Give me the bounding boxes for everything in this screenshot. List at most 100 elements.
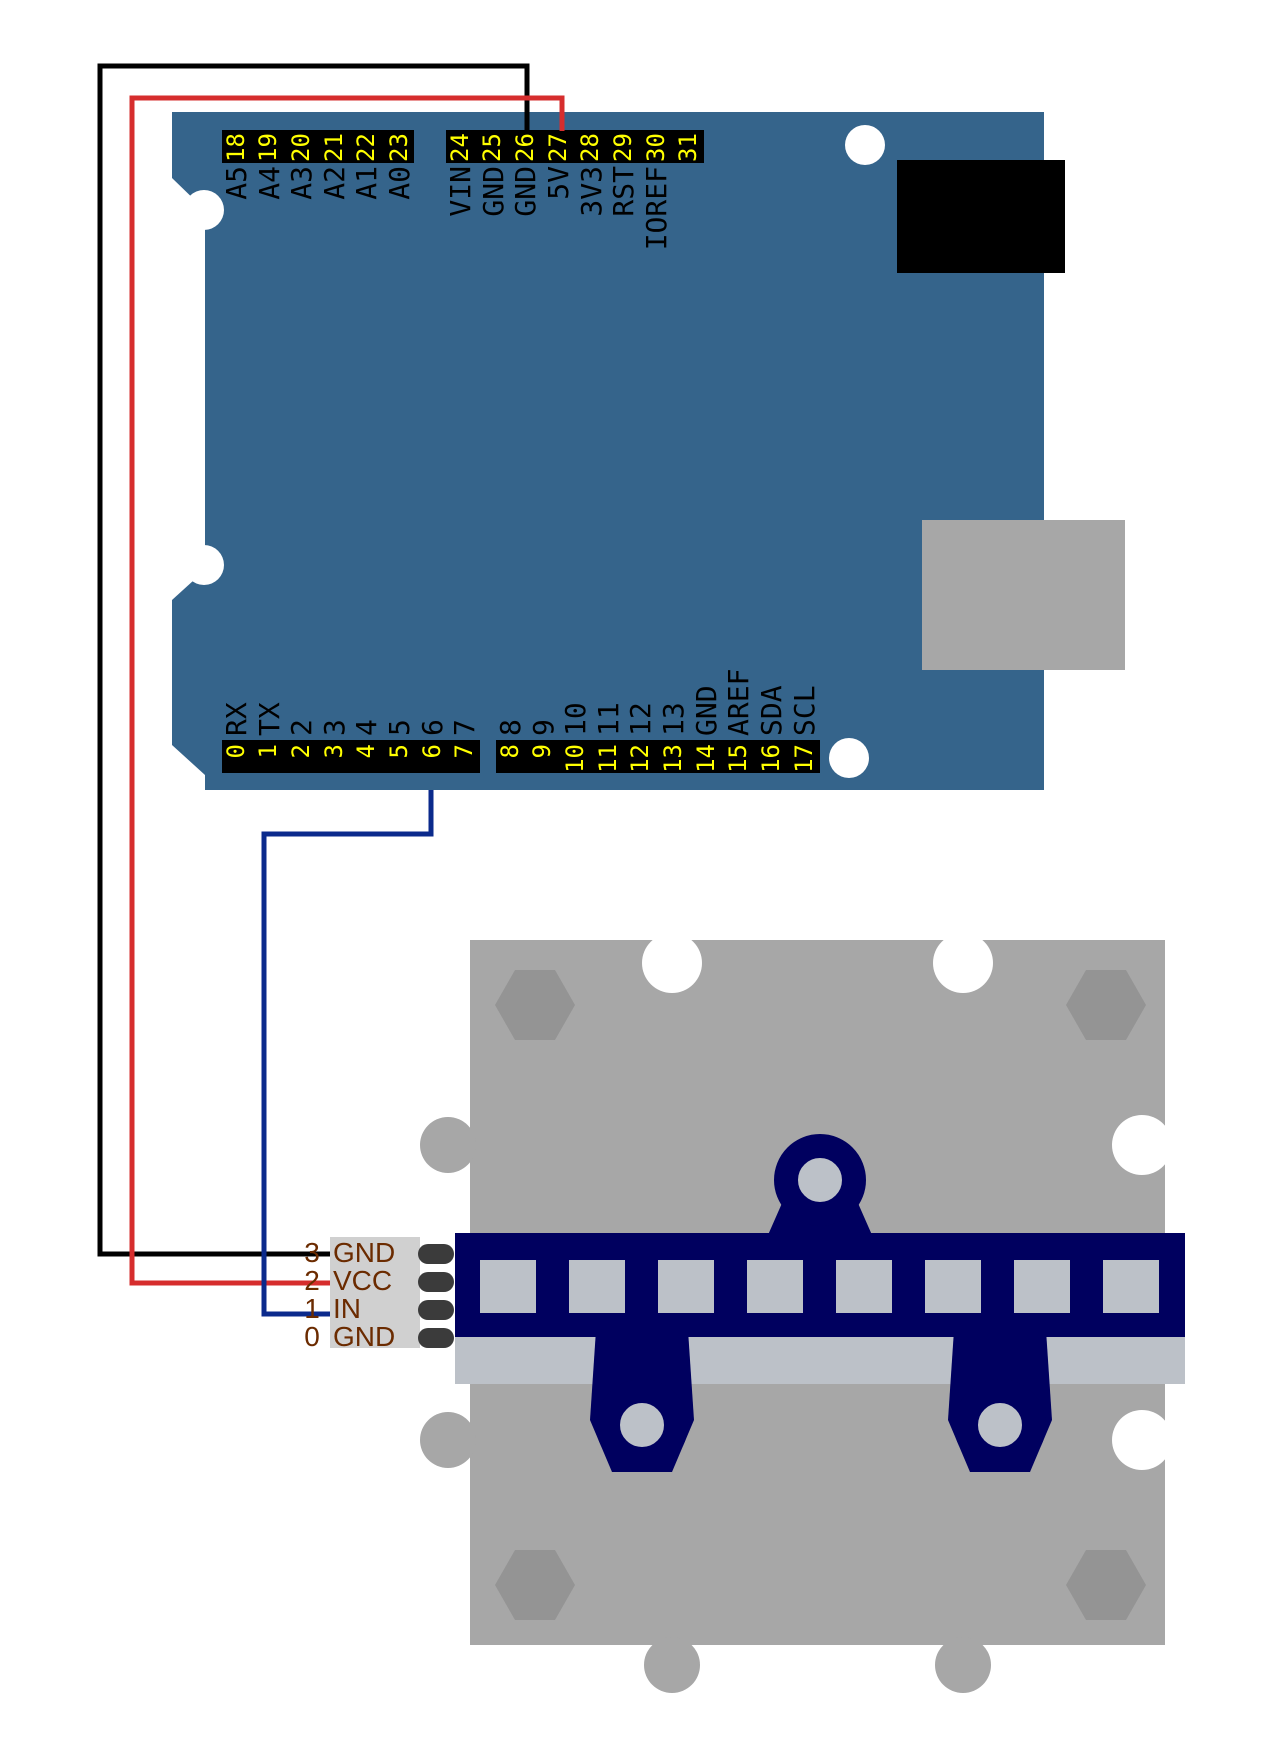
pin-number: 0 — [222, 744, 250, 758]
led-cell — [1014, 1260, 1070, 1313]
pin-number: 4 — [352, 744, 380, 758]
led-cell — [1103, 1260, 1159, 1313]
pin-number: 13 — [659, 744, 687, 773]
pin-label: A1 — [350, 166, 383, 200]
connector-pins — [418, 1244, 454, 1348]
pin-number: 20 — [287, 133, 315, 162]
pin-number: 3 — [320, 744, 348, 758]
connector-pin — [418, 1328, 454, 1348]
pin-number: 23 — [385, 133, 413, 162]
pin-label: AREF — [722, 669, 755, 736]
led-cell — [836, 1260, 892, 1313]
pin-number: 24 — [446, 133, 474, 162]
led-strip — [455, 1233, 1185, 1337]
connector-label-block — [330, 1237, 420, 1348]
mounting-notch — [642, 933, 702, 993]
mounting-tab — [420, 1117, 476, 1173]
header-bottom-right — [496, 740, 820, 773]
connector-pin-label: IN — [333, 1293, 361, 1324]
pin-label: GND — [690, 685, 723, 736]
mounting-hole — [829, 738, 869, 778]
connector-pin-number: 1 — [304, 1293, 320, 1324]
mounting-hole — [184, 190, 224, 230]
led-module — [330, 933, 1185, 1693]
top-right-labels: VIN GND GND 5V 3V3 RST IOREF — [444, 166, 673, 250]
pin-label: SCL — [788, 685, 821, 736]
led-cell — [925, 1260, 981, 1313]
arduino-pcb — [172, 112, 1044, 790]
connector-pin — [418, 1272, 454, 1292]
pin-label: 12 — [624, 702, 657, 736]
pin-label: TX — [253, 702, 286, 736]
pin-number: 1 — [254, 744, 282, 758]
hex-standoff — [495, 970, 575, 1040]
pin-label: 6 — [416, 719, 449, 736]
connector-pin-number: 2 — [304, 1265, 320, 1296]
pin-number: 6 — [418, 744, 446, 758]
pin-label: 9 — [527, 719, 560, 736]
mounting-tab — [935, 1637, 991, 1693]
header-top-left — [222, 130, 414, 163]
pin-label: 10 — [559, 702, 592, 736]
led-cell — [480, 1260, 536, 1313]
mounting-notch — [1112, 1115, 1172, 1175]
mounting-notch — [1112, 1410, 1172, 1470]
connector-pin-number: 3 — [304, 1237, 320, 1268]
pin-label: VIN — [444, 166, 477, 217]
pin-number: 14 — [692, 744, 720, 773]
pin-number: 8 — [496, 744, 524, 758]
pin-number: 16 — [757, 744, 785, 773]
usb-port — [922, 520, 1125, 670]
pin-number: 10 — [561, 744, 589, 773]
dc-power-jack — [897, 160, 1065, 273]
pin-label: 3V3 — [575, 166, 608, 217]
pin-label: GND — [509, 166, 542, 217]
pin-label: RST — [607, 166, 640, 217]
arduino-board: 18 19 20 21 22 23 A5 A4 A3 A2 A1 A0 24 2… — [172, 112, 1125, 790]
wire-blue — [261, 790, 434, 1317]
pin-label: A0 — [383, 166, 416, 200]
hex-standoff — [1066, 970, 1146, 1040]
connector-pin-label: GND — [333, 1321, 395, 1352]
lug-screw — [774, 1134, 866, 1226]
connector-labels: 3 GND 2 VCC 1 IN 0 GND — [304, 1237, 395, 1352]
pin-number: 11 — [594, 744, 622, 773]
bottom-left-numbers: 0 1 2 3 4 5 6 7 — [222, 744, 478, 758]
pin-number: 30 — [642, 133, 670, 162]
pin-label: 13 — [657, 702, 690, 736]
pin-label: 7 — [448, 719, 481, 736]
top-left-labels: A5 A4 A3 A2 A1 A0 — [220, 166, 416, 200]
lug-screw — [596, 1379, 688, 1471]
strip-base-rail — [455, 1337, 1185, 1384]
mounting-hole — [845, 125, 885, 165]
hex-standoff — [495, 1550, 575, 1620]
led-cell — [747, 1260, 803, 1313]
led-cell — [569, 1260, 625, 1313]
pin-label: 3 — [318, 719, 351, 736]
pin-number: 5 — [385, 744, 413, 758]
pin-label: A4 — [253, 166, 286, 200]
pin-label: SDA — [755, 685, 788, 736]
pin-number: 12 — [626, 744, 654, 773]
pin-number: 19 — [254, 133, 282, 162]
bottom-right-numbers: 8 9 10 11 12 13 14 15 16 17 — [496, 744, 818, 773]
wire-black — [97, 63, 530, 1257]
pin-number: 9 — [528, 744, 556, 758]
hex-standoff — [1066, 1550, 1146, 1620]
wire-red — [129, 95, 565, 1286]
connector-pin-label: GND — [333, 1237, 395, 1268]
connector-pin — [418, 1300, 454, 1320]
pin-number: 27 — [544, 133, 572, 162]
pin-label: 8 — [494, 719, 527, 736]
header-bottom-left — [222, 740, 480, 773]
led-cell — [658, 1260, 714, 1313]
pin-number: 21 — [320, 133, 348, 162]
wires — [97, 63, 565, 1317]
pin-number: 15 — [724, 744, 752, 773]
pin-label: IOREF — [640, 166, 673, 250]
pin-number: 31 — [674, 133, 702, 162]
pin-number: 7 — [450, 744, 478, 758]
pin-number: 17 — [790, 744, 818, 773]
mounting-hole — [184, 545, 224, 585]
